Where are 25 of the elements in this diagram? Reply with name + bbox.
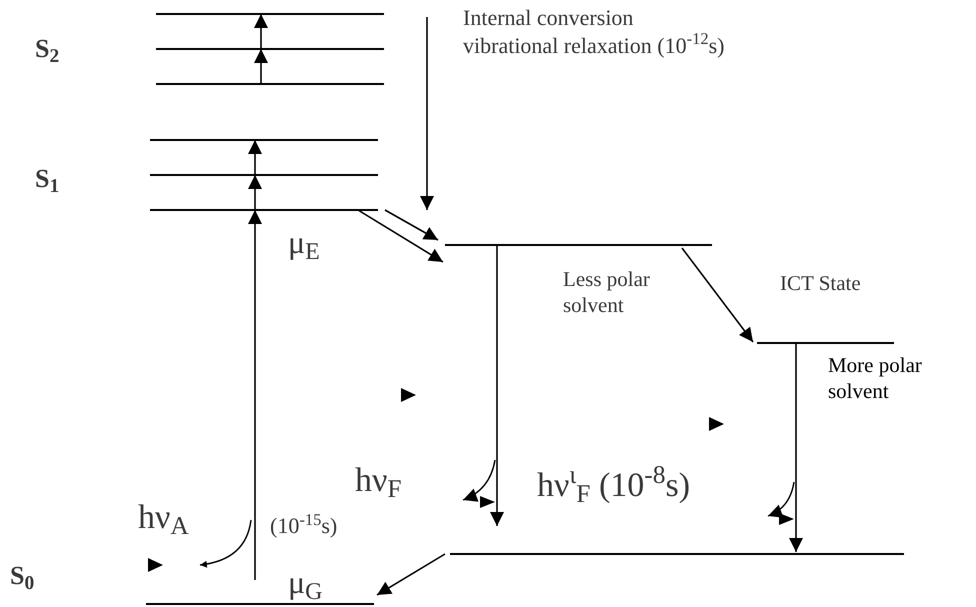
arrow [681, 248, 754, 342]
arrow [420, 17, 434, 210]
label: More polar solvent [828, 352, 923, 404]
arrow [248, 140, 262, 175]
label: hν$_{F}$ [355, 461, 402, 502]
label: hν$_{A}$ [138, 498, 189, 540]
arrow [248, 210, 262, 580]
arrow [384, 209, 438, 241]
arrow [248, 175, 262, 210]
arrow [376, 553, 446, 596]
label: μ$_{E}$ [288, 223, 320, 262]
arrow [789, 343, 803, 552]
arrow [358, 209, 444, 263]
label: (10$^{-15}$s) [270, 512, 338, 540]
label: μ$_{G}$ [288, 563, 322, 602]
label: ICT State [780, 270, 861, 296]
label: S$_{2}$ [35, 33, 60, 66]
label: Internal conversion vibrational relaxation (10$^{-12}$s) [463, 4, 726, 59]
arrow [254, 49, 268, 84]
label: S$_{0}$ [10, 560, 34, 592]
label: S$_{1}$ [35, 163, 60, 196]
label: hν$^{ι}$$_{F}$ (10$^{-8}$s) [537, 465, 690, 508]
arrow [254, 14, 268, 49]
label: Less polar solvent [563, 266, 651, 318]
arrow [490, 245, 504, 526]
